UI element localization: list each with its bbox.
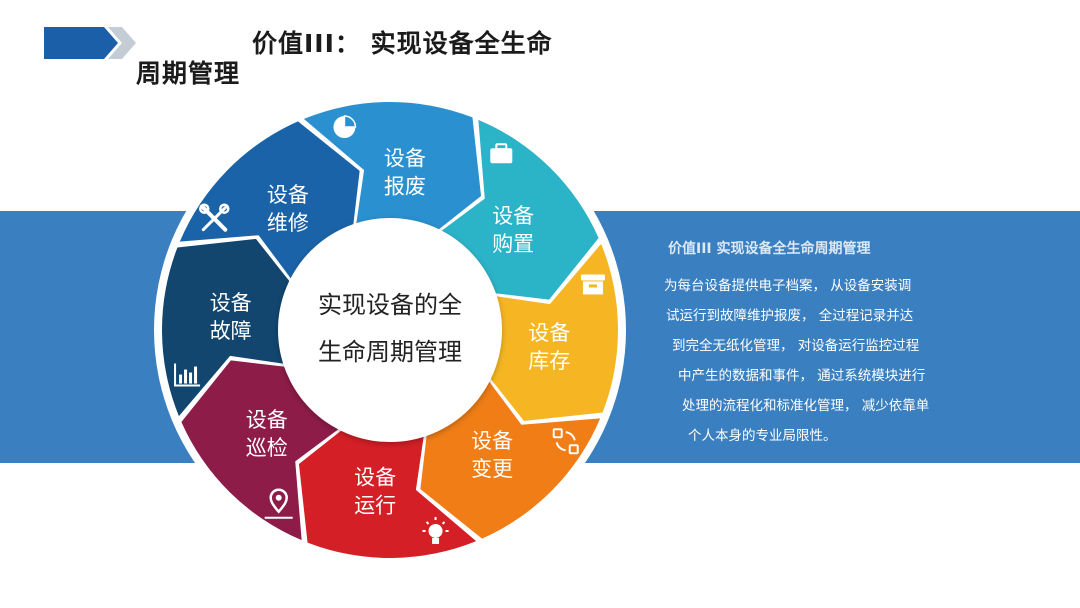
bar-chart-icon — [174, 363, 201, 387]
segment-operation — [298, 418, 477, 559]
side-panel-line: 到完全无纸化管理， 对设备运行监控过程 — [672, 338, 920, 354]
pie-chart-icon — [333, 115, 357, 139]
segment-scrap-label-2: 报废 — [384, 175, 426, 199]
tools-icon — [199, 203, 230, 232]
page-title-line-1: 价值III： 实现设备全生命 — [252, 29, 553, 58]
segment-inventory-label-2: 库存 — [528, 349, 570, 373]
cycle-arrows-icon — [552, 428, 579, 455]
page-title-line-2: 周期管理 — [136, 59, 241, 88]
segment-repair-label-1: 设备 — [267, 183, 309, 207]
side-panel-line: 个人本身的专业局限性。 — [688, 428, 837, 444]
segment-inspection-label-2: 巡检 — [246, 436, 288, 460]
segment-inspection-label-1: 设备 — [246, 408, 288, 432]
segment-fault-label-2: 故障 — [210, 319, 252, 343]
center-circle — [278, 218, 502, 442]
segment-fault-label-1: 设备 — [210, 291, 252, 315]
side-panel-body: 为每台设备提供电子档案， 从设备安装调 试运行到故障维护报废， 全过程记录并达 … — [664, 271, 974, 451]
lightbulb-icon — [422, 516, 449, 544]
side-panel-line: 试运行到故障维护报废， 全过程记录并达 — [666, 308, 914, 324]
wheel-icons — [174, 115, 605, 544]
side-panel-title: 价值III 实现设备全生命周期管理 — [668, 241, 871, 257]
segment-change-label-1: 设备 — [471, 429, 513, 453]
segment-operation-label-2: 运行 — [354, 493, 396, 517]
header-accent-arrow-icon — [44, 27, 136, 59]
side-panel-line: 处理的流程化和标准化管理， 减少依靠单 — [682, 398, 930, 414]
segment-operation-label-1: 设备 — [354, 465, 396, 489]
segment-purchase-label-2: 购置 — [492, 232, 534, 256]
segment-change-label-2: 变更 — [471, 457, 513, 481]
segment-inventory-label-1: 设备 — [528, 321, 570, 345]
map-pin-icon — [264, 488, 293, 519]
side-panel-line: 中产生的数据和事件， 通过系统模块进行 — [678, 368, 926, 384]
segment-repair-label-2: 维修 — [267, 211, 309, 235]
segment-scrap-label-1: 设备 — [384, 147, 426, 171]
segment-purchase-label-1: 设备 — [492, 204, 534, 228]
archive-box-icon — [580, 274, 605, 295]
briefcase-icon — [490, 143, 513, 164]
center-text-line-1: 实现设备的全 — [318, 291, 462, 319]
center-text-line-2: 生命周期管理 — [318, 338, 462, 366]
side-panel-line: 为每台设备提供电子档案， 从设备安装调 — [664, 278, 912, 294]
